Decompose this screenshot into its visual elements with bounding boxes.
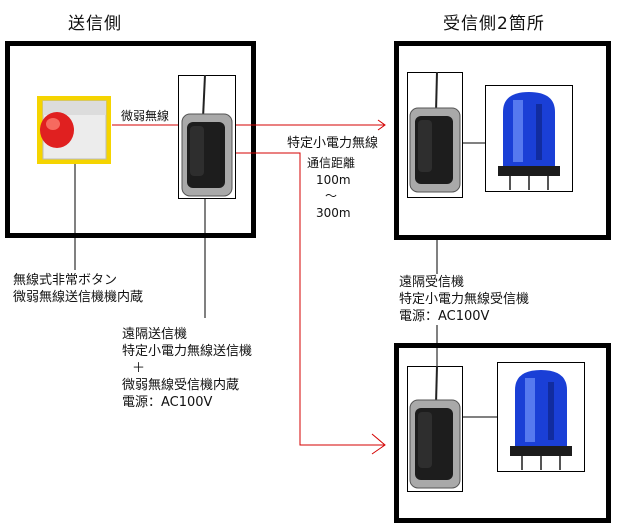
distance-max: 300m bbox=[316, 205, 351, 221]
remote-rx-line: 遠隔受信機 bbox=[399, 275, 465, 290]
signal-line-rx2 bbox=[236, 152, 384, 446]
remote-tx-plus: ＋ bbox=[132, 361, 146, 376]
remote-tx-line: 微弱無線受信機内蔵 bbox=[122, 378, 240, 393]
remote-rx-line: 特定小電力無線受信機 bbox=[399, 292, 530, 307]
comm-distance-label: 通信距離 bbox=[305, 155, 358, 171]
sender-heading: 送信側 bbox=[68, 14, 122, 34]
weak-radio-label: 微弱無線 bbox=[121, 108, 170, 124]
specified-low-power-label: 特定小電力無線 bbox=[287, 135, 379, 152]
rotating-warning-light-icon bbox=[510, 370, 572, 470]
transmitter-unit-icon bbox=[181, 74, 233, 197]
receiver-heading: 受信側2箇所 bbox=[443, 14, 545, 34]
remote-tx-line: 電源：AC100V bbox=[122, 395, 213, 410]
button-desc-line: 微弱無線送信機機内蔵 bbox=[13, 290, 144, 305]
button-desc-line: 無線式非常ボタン bbox=[13, 273, 118, 288]
receiver-unit-icon bbox=[409, 71, 461, 193]
button-description: 無線式非常ボタン 微弱無線送信機機内蔵 bbox=[13, 272, 143, 306]
remote-tx-line: 遠隔送信機 bbox=[122, 327, 188, 342]
distance-min: 100m bbox=[316, 172, 351, 188]
remote-rx-line: 電源：AC100V bbox=[399, 309, 490, 324]
emergency-button-icon bbox=[37, 96, 111, 164]
remote-receiver-description: 遠隔受信機 特定小電力無線受信機 電源：AC100V bbox=[399, 274, 530, 325]
remote-tx-line: 特定小電力無線送信機 bbox=[122, 344, 253, 359]
distance-tilde: ～ bbox=[325, 188, 338, 204]
remote-transmitter-description: 遠隔送信機 特定小電力無線送信機 ＋ 微弱無線受信機内蔵 電源：AC100V bbox=[122, 326, 252, 411]
rotating-warning-light-icon bbox=[498, 92, 560, 190]
receiver-unit-icon bbox=[409, 365, 461, 489]
